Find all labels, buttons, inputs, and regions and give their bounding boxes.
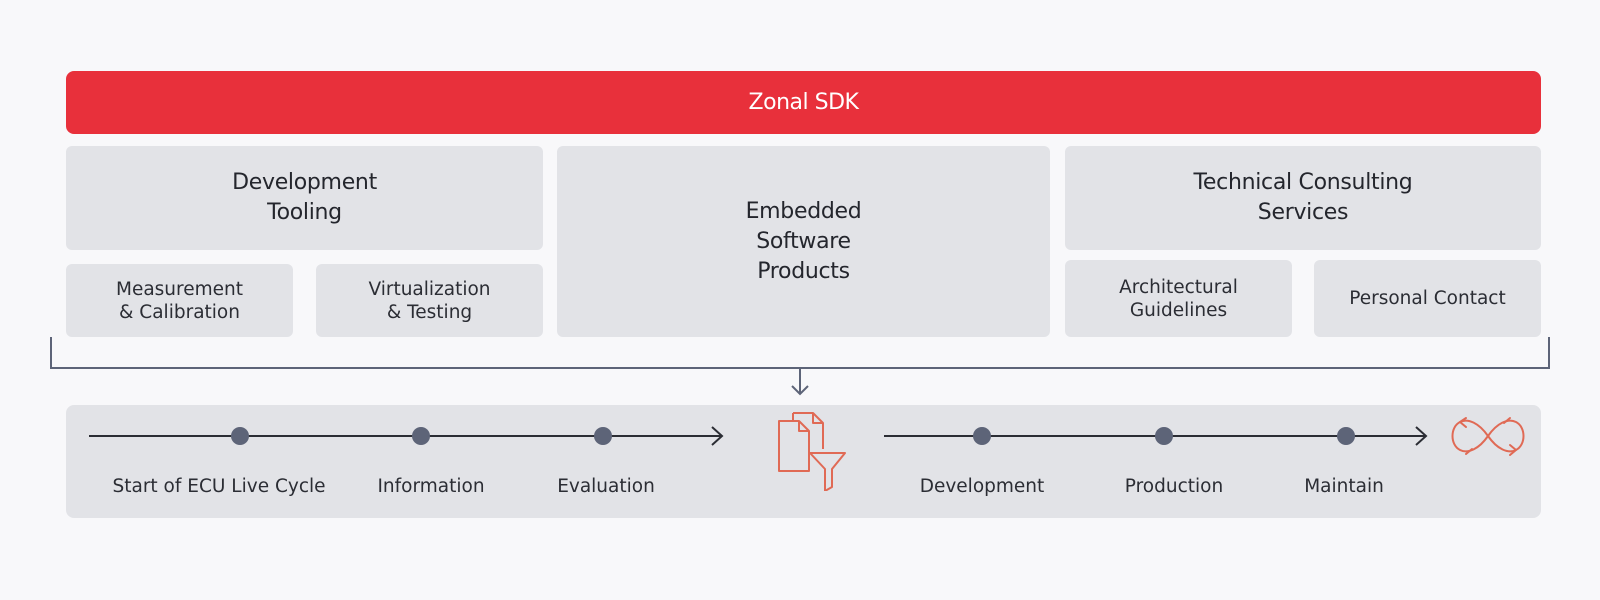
- step-evaluation-label: Evaluation: [557, 476, 655, 497]
- embedded-software-label: Embedded Software Products: [745, 198, 862, 284]
- timeline-dot: [1155, 427, 1173, 445]
- step-information-label: Information: [377, 476, 485, 497]
- timeline-dot: [412, 427, 430, 445]
- measurement-calibration-label: Measurement & Calibration: [115, 278, 243, 323]
- zonal-sdk-banner: Zonal SDK: [66, 71, 1541, 134]
- timeline-dot: [231, 427, 249, 445]
- step-development-label: Development: [919, 476, 1045, 497]
- architectural-guidelines-box: Architectural Guidelines: [1065, 260, 1292, 337]
- step-production-label: Production: [1124, 476, 1224, 497]
- personal-contact-label: Personal Contact: [1349, 288, 1506, 309]
- document-funnel-icon: [778, 412, 846, 491]
- development-tooling-label: Development Tooling: [232, 170, 377, 225]
- embedded-software-box: Embedded Software Products: [557, 146, 1050, 337]
- virtualization-testing-box: Virtualization & Testing: [316, 264, 543, 337]
- technical-consulting-label: Technical Consulting Services: [1193, 170, 1413, 225]
- infinity-icon: [1451, 417, 1525, 456]
- personal-contact-box: Personal Contact: [1314, 260, 1541, 337]
- timeline-lines: [89, 426, 1428, 446]
- lifecycle-timeline: Start of ECU Live Cycle Information Eval…: [66, 405, 1541, 518]
- measurement-calibration-box: Measurement & Calibration: [66, 264, 293, 337]
- timeline-dot: [594, 427, 612, 445]
- banner-title: Zonal SDK: [748, 90, 859, 115]
- down-arrow-icon: [791, 368, 809, 396]
- technical-consulting-box: Technical Consulting Services: [1065, 146, 1541, 250]
- step-start-ecu-label: Start of ECU Live Cycle: [112, 476, 326, 497]
- step-maintain-label: Maintain: [1304, 476, 1384, 497]
- timeline-dot: [1337, 427, 1355, 445]
- development-tooling-box: Development Tooling: [66, 146, 543, 250]
- architectural-guidelines-label: Architectural Guidelines: [1119, 276, 1238, 321]
- virtualization-testing-label: Virtualization & Testing: [368, 278, 491, 323]
- timeline-dot: [973, 427, 991, 445]
- grouping-bracket: [50, 337, 1550, 369]
